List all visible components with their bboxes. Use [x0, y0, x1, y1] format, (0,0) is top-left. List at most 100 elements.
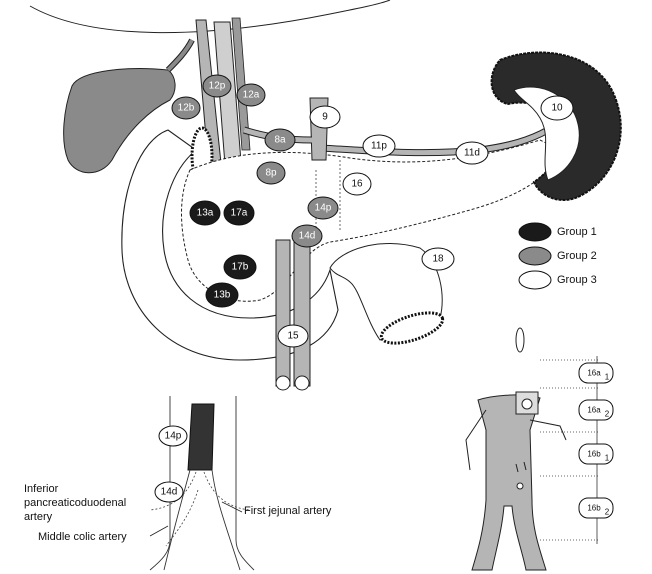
- node-14p-shape: [307, 196, 339, 220]
- node-11p-shape: [362, 134, 396, 158]
- node-8a: 8a: [264, 128, 296, 152]
- node-15-label: 15: [287, 331, 299, 342]
- legend-swatch-1: [518, 222, 552, 242]
- node-13b-shape: [205, 282, 239, 308]
- node-14d-shape: [291, 224, 323, 248]
- node-14p-label: 14p: [315, 203, 332, 214]
- node-12a: 12a: [236, 83, 266, 107]
- node-15: 15: [277, 324, 309, 348]
- segment-box: [578, 443, 614, 465]
- duodenum: [121, 129, 339, 361]
- legend-item-group-3: Group 3: [518, 270, 597, 290]
- node-17a: 17a: [223, 200, 255, 226]
- node-9-shape: [309, 105, 341, 129]
- liver-edge: [29, 0, 391, 34]
- segment-box: [578, 497, 614, 519]
- node-11d-shape: [455, 141, 489, 165]
- inferior-label-3: artery: [24, 511, 53, 523]
- legend-label-1: Group 1: [557, 226, 597, 238]
- segment-sub: 1: [605, 373, 610, 382]
- segment-sub: 2: [605, 508, 610, 517]
- inset-left-sma-dark: [187, 403, 215, 471]
- inset-right-top: [515, 327, 525, 353]
- node-16-label: 16: [351, 179, 363, 190]
- node-12b-shape: [171, 96, 201, 120]
- node-12b-label: 12b: [178, 103, 195, 114]
- inset-right-guide: [540, 359, 600, 541]
- segment-label: 16b: [587, 450, 601, 459]
- legend-swatch-3: [518, 270, 552, 290]
- legend-label-2: Group 2: [557, 250, 597, 262]
- inset-node-14d-shape: [154, 481, 184, 503]
- segment-label: 16a: [587, 406, 601, 415]
- node-17b: 17b: [223, 254, 257, 280]
- inset-node-14d-label: 14d: [161, 487, 178, 498]
- sma-vessel: [275, 239, 291, 387]
- segment-label: 16a: [587, 369, 601, 378]
- legend-swatch-2: [518, 246, 552, 266]
- node-15-shape: [277, 324, 309, 348]
- node-11p-label: 11p: [371, 141, 387, 152]
- inset-node-14p-label: 14p: [165, 431, 182, 442]
- inset-left: 14p 14d Inferior pancreaticoduodenal arte…: [24, 396, 332, 571]
- node-12a-shape: [236, 83, 266, 107]
- node-17b-label: 17b: [232, 262, 249, 273]
- smv-end: [294, 375, 310, 391]
- inferior-label-1: Inferior: [24, 483, 59, 495]
- node-11d-label: 11d: [464, 148, 480, 159]
- inset-right-ticks: [515, 461, 527, 473]
- node-8p-label: 8p: [265, 168, 277, 179]
- legend: Group 1 Group 2 Group 3: [518, 222, 597, 290]
- sma-end: [275, 375, 291, 391]
- node-18-label: 18: [432, 254, 444, 265]
- inset-node-14d: 14d: [154, 481, 184, 503]
- leader-first-jejunal: [221, 501, 243, 513]
- node-13a-label: 13a: [197, 208, 214, 219]
- segment-box: [578, 399, 614, 421]
- node-12p-shape: [202, 74, 232, 98]
- node-14d: 14d: [291, 224, 323, 248]
- smv-vessel: [293, 239, 311, 387]
- node-16-shape: [342, 172, 372, 196]
- inset-right-small: [516, 482, 524, 490]
- node-8p: 8p: [256, 161, 286, 185]
- leader-middle-colic: [149, 525, 169, 537]
- node-10: 10: [540, 95, 574, 121]
- node-10-label: 10: [551, 103, 563, 114]
- node-18: 18: [421, 247, 455, 271]
- node-11d: 11d: [455, 141, 489, 165]
- segment-16a-1: 16a 1: [578, 362, 614, 384]
- hepatic-artery: [231, 17, 251, 151]
- node-17a-label: 17a: [231, 208, 248, 219]
- inferior-label-2: pancreaticoduodenal: [24, 497, 126, 509]
- first-jejunal-label: First jejunal artery: [244, 505, 332, 517]
- node-17b-shape: [223, 254, 257, 280]
- inset-right-branch: [465, 409, 567, 471]
- node-13a-shape: [189, 200, 221, 226]
- node-14p: 14p: [307, 196, 339, 220]
- legend-label-3: Group 3: [557, 274, 597, 286]
- inset-left-vessel-b: [235, 396, 255, 571]
- node-11p: 11p: [362, 134, 396, 158]
- cystic-duct-inner: [166, 39, 194, 72]
- node-9-label: 9: [322, 112, 328, 123]
- legend-item-group-1: Group 1: [518, 222, 597, 242]
- node-13b-label: 13b: [214, 290, 231, 301]
- segment-label: 16b: [587, 504, 601, 513]
- node-8a-label: 8a: [274, 135, 286, 146]
- node-8a-shape: [264, 128, 296, 152]
- node-8p-shape: [256, 161, 286, 185]
- node-14d-label: 14d: [299, 231, 316, 242]
- node-17a-shape: [223, 200, 255, 226]
- inset-left-branch: [163, 469, 241, 571]
- node-12b: 12b: [171, 96, 201, 120]
- inset-node-14p: 14p: [158, 425, 188, 447]
- node-16: 16: [342, 172, 372, 196]
- inset-right-ring: [521, 398, 533, 410]
